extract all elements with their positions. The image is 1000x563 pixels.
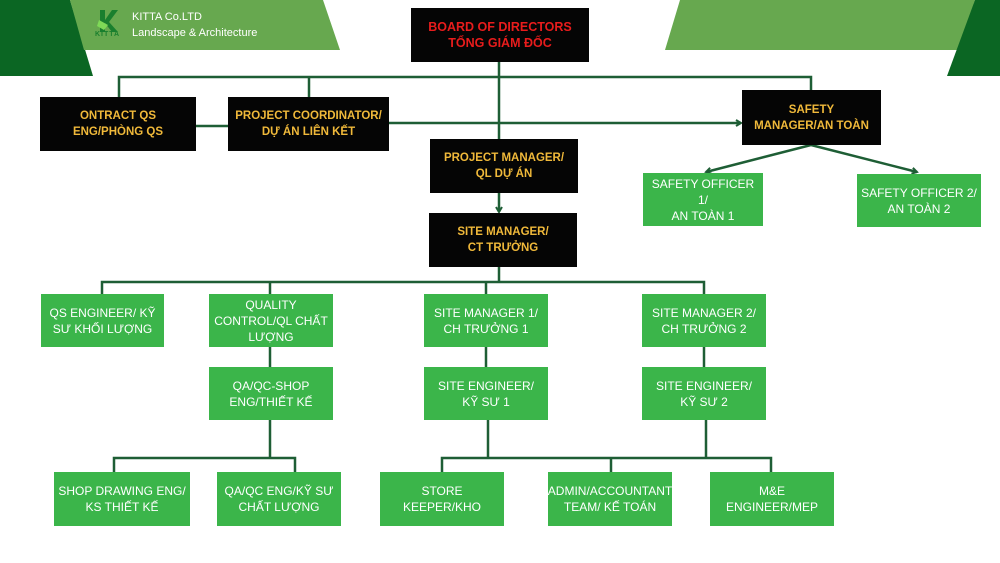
site-manager-box: SITE MANAGER/ CT TRƯỞNG xyxy=(429,213,577,267)
bottom-left-bus-line xyxy=(112,456,297,472)
right-dark-band xyxy=(947,0,1000,76)
top-bus-line xyxy=(117,75,813,97)
board-of-directors-box: BOARD OF DIRECTORS TỔNG GIÁM ĐỐC xyxy=(411,8,589,62)
site-engineer-1-box: SITE ENGINEER/ KỸ SƯ 1 xyxy=(424,367,548,420)
quality-control-label: QUALITY CONTROL/QL CHẤT LƯỢNG xyxy=(214,297,328,344)
safety-officer-2-label: SAFETY OFFICER 2/ AN TOÀN 2 xyxy=(861,185,977,216)
qa-qc-shop-box: QA/QC-SHOP ENG/THIẾT KẾ xyxy=(209,367,333,420)
qa-qc-eng-label: QA/QC ENG/KỸ SƯ CHẤT LƯỢNG xyxy=(224,484,334,514)
site-engineer-1-label: SITE ENGINEER/ KỸ SƯ 1 xyxy=(437,378,535,409)
safety-to-officer1-arrow xyxy=(704,143,812,175)
me-engineer-label: M&E ENGINEER/MEP xyxy=(725,484,818,514)
quality-control-box: QUALITY CONTROL/QL CHẤT LƯỢNG xyxy=(209,294,333,347)
left-dark-band xyxy=(0,0,93,76)
contract-qs-label: ONTRACT QS ENG/PHÒNG QS xyxy=(72,110,164,138)
shop-drawing-label: SHOP DRAWING ENG/ KS THIẾT KẾ xyxy=(58,484,186,514)
project-manager-label: PROJECT MANAGER/ QL DỰ ÁN xyxy=(443,152,565,180)
company-tagline: Landscape & Architecture xyxy=(132,27,258,39)
right-light-band xyxy=(665,0,975,50)
safety-officer-2-box: SAFETY OFFICER 2/ AN TOÀN 2 xyxy=(857,174,981,227)
store-keeper-box: STORE KEEPER/KHO xyxy=(380,472,504,526)
project-coordinator-box: PROJECT COORDINATOR/ DỰ ÁN LIÊN KẾT xyxy=(228,97,389,151)
store-keeper-label: STORE KEEPER/KHO xyxy=(402,484,482,514)
company-branding: KITTA Co.LTD Landscape & Architecture xyxy=(132,9,257,41)
admin-accountant-box: ADMIN/ACCOUNTANT TEAM/ KẾ TOÁN xyxy=(548,472,672,526)
project-coordinator-label: PROJECT COORDINATOR/ DỰ ÁN LIÊN KẾT xyxy=(235,110,382,138)
site-manager-label: SITE MANAGER/ CT TRƯỞNG xyxy=(457,226,549,254)
logo-text: KITTA xyxy=(95,31,121,38)
company-name: KITTA Co.LTD xyxy=(132,11,202,23)
board-label: BOARD OF DIRECTORS TỔNG GIÁM ĐỐC xyxy=(428,20,572,50)
kitta-logo-icon xyxy=(97,10,118,32)
safety-manager-box: SAFETY MANAGER/AN TOÀN xyxy=(742,90,881,145)
me-engineer-box: M&E ENGINEER/MEP xyxy=(710,472,834,526)
qa-qc-shop-label: QA/QC-SHOP ENG/THIẾT KẾ xyxy=(229,378,313,409)
safety-officer-1-label: SAFETY OFFICER 1/ AN TOÀN 1 xyxy=(651,176,755,223)
site-manager-1-box: SITE MANAGER 1/ CH TRƯỞNG 1 xyxy=(424,294,548,347)
site-engineer-2-box: SITE ENGINEER/ KỸ SƯ 2 xyxy=(642,367,766,420)
mid-bus-line xyxy=(100,280,706,294)
safety-officer-1-box: SAFETY OFFICER 1/ AN TOÀN 1 xyxy=(643,173,763,226)
qa-qc-eng-box: QA/QC ENG/KỸ SƯ CHẤT LƯỢNG xyxy=(217,472,341,526)
site-engineer-2-label: SITE ENGINEER/ KỸ SƯ 2 xyxy=(655,378,753,409)
shop-drawing-box: SHOP DRAWING ENG/ KS THIẾT KẾ xyxy=(54,472,190,526)
left-light-band xyxy=(70,0,340,50)
site-manager-2-box: SITE MANAGER 2/ CH TRƯỞNG 2 xyxy=(642,294,766,347)
qs-engineer-label: QS ENGINEER/ KỸ SƯ KHỐI LƯỢNG xyxy=(49,305,156,336)
admin-accountant-label: ADMIN/ACCOUNTANT TEAM/ KẾ TOÁN xyxy=(547,484,673,514)
header-decoration xyxy=(0,0,1000,76)
safety-manager-label: SAFETY MANAGER/AN TOÀN xyxy=(754,103,869,132)
project-manager-box: PROJECT MANAGER/ QL DỰ ÁN xyxy=(430,139,578,193)
safety-to-officer2-arrow xyxy=(810,143,919,175)
qs-engineer-box: QS ENGINEER/ KỸ SƯ KHỐI LƯỢNG xyxy=(41,294,164,347)
site-manager-2-label: SITE MANAGER 2/ CH TRƯỞNG 2 xyxy=(651,305,757,336)
bottom-right-bus-line xyxy=(440,456,773,472)
site-manager-1-label: SITE MANAGER 1/ CH TRƯỞNG 1 xyxy=(433,305,539,336)
contract-qs-box: ONTRACT QS ENG/PHÒNG QS xyxy=(40,97,196,151)
